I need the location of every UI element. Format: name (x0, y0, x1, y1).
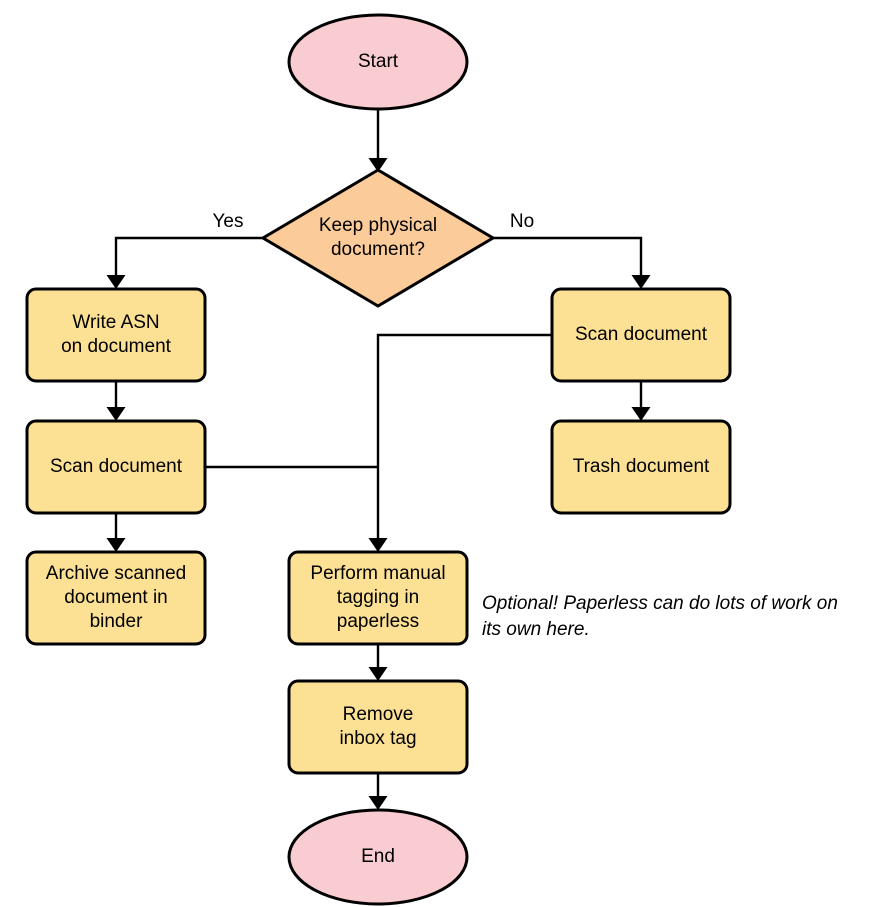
arrowhead-icon (368, 667, 388, 681)
node-label-line: End (361, 846, 395, 867)
node-label: Archive scanned document in binder (46, 563, 186, 632)
annotations-layer: Optional! Paperless can do lots of work … (482, 593, 838, 640)
arrowhead-icon (368, 796, 388, 810)
edge-path (493, 236, 643, 282)
node-end[interactable]: End (287, 808, 469, 906)
arrowhead-icon (368, 538, 388, 552)
edge-scan-document-right-to-manual-tagging (368, 333, 552, 552)
node-perform-manual-tagging-in-paperless[interactable]: Perform manual tagging in paperless (287, 550, 469, 646)
node-label-line: paperless (337, 611, 419, 632)
node-label: Perform manual tagging in paperless (310, 563, 445, 632)
decision-shape[interactable] (260, 168, 496, 308)
arrowhead-icon (631, 275, 651, 289)
process-shape[interactable] (25, 419, 207, 515)
edge-scan-document-left-to-archive (106, 513, 126, 552)
arrowhead-icon (631, 407, 651, 421)
node-label-line: Trash document (573, 456, 710, 477)
node-label: Keep physical document? (319, 215, 437, 260)
edge-write-asn-to-scan-document-left (106, 381, 126, 421)
node-write-asn-on-document[interactable]: Write ASN on document (25, 287, 207, 383)
node-trash-document[interactable]: Trash document (550, 419, 732, 515)
edge-remove-inbox-tag-to-end (368, 773, 388, 810)
terminal-shape[interactable] (287, 808, 469, 906)
process-shape[interactable] (287, 679, 469, 775)
edge-scan-document-right-to-trash (631, 381, 651, 421)
node-label: Trash document (573, 456, 710, 477)
node-label-line: Keep physical (319, 215, 437, 236)
node-remove-inbox-tag[interactable]: Remove inbox tag (287, 679, 469, 775)
arrowhead-icon (106, 275, 126, 289)
node-label-line: on document (61, 336, 172, 357)
edge-manual-tagging-to-remove-inbox-tag (368, 644, 388, 681)
terminal-shape[interactable] (287, 13, 469, 111)
node-label-line: Start (358, 51, 399, 72)
process-shape[interactable] (25, 287, 207, 383)
annotation-line: Optional! Paperless can do lots of work … (482, 593, 838, 614)
node-label: End (361, 846, 395, 867)
edge-label: Yes (213, 211, 244, 232)
node-keep-physical-document[interactable]: Keep physical document? (260, 168, 496, 308)
node-scan-document-right[interactable]: Scan document (550, 287, 732, 383)
node-label: Scan document (50, 456, 183, 477)
node-label-line: document in (64, 587, 168, 608)
node-archive-scanned-document-in-binder[interactable]: Archive scanned document in binder (25, 550, 207, 646)
edge-label: No (510, 211, 534, 232)
node-label-line: tagging in (337, 587, 419, 608)
node-label: Write ASN on document (61, 312, 172, 357)
node-label-line: binder (90, 611, 143, 632)
edges-layer: Yes No (106, 109, 651, 810)
node-label-line: document? (331, 239, 425, 260)
edge-start-to-decision (368, 109, 388, 172)
node-label-line: Scan document (50, 456, 183, 477)
edge-path (376, 333, 552, 545)
node-label-line: Archive scanned (46, 563, 186, 584)
node-label: Remove inbox tag (339, 704, 416, 749)
process-shape[interactable] (25, 550, 207, 646)
arrowhead-icon (106, 538, 126, 552)
node-label-line: Write ASN (72, 312, 159, 333)
node-label-line: inbox tag (339, 728, 416, 749)
node-label: Scan document (575, 324, 708, 345)
edge-path (114, 236, 263, 282)
node-label-line: Perform manual (310, 563, 445, 584)
process-shape[interactable] (550, 419, 732, 515)
annotation-optional-note: Optional! Paperless can do lots of work … (482, 593, 838, 640)
node-scan-document-left[interactable]: Scan document (25, 419, 207, 515)
node-start[interactable]: Start (287, 13, 469, 111)
node-label-line: Remove (343, 704, 414, 725)
process-shape[interactable] (550, 287, 732, 383)
annotation-line: its own here. (482, 619, 590, 640)
edge-decision-no-to-scan-document-right: No (493, 211, 651, 289)
arrowhead-icon (368, 158, 388, 172)
node-label-line: Scan document (575, 324, 708, 345)
arrowhead-icon (106, 407, 126, 421)
edge-decision-yes-to-write-asn: Yes (106, 211, 263, 289)
node-label: Start (358, 51, 399, 72)
process-shape[interactable] (287, 550, 469, 646)
